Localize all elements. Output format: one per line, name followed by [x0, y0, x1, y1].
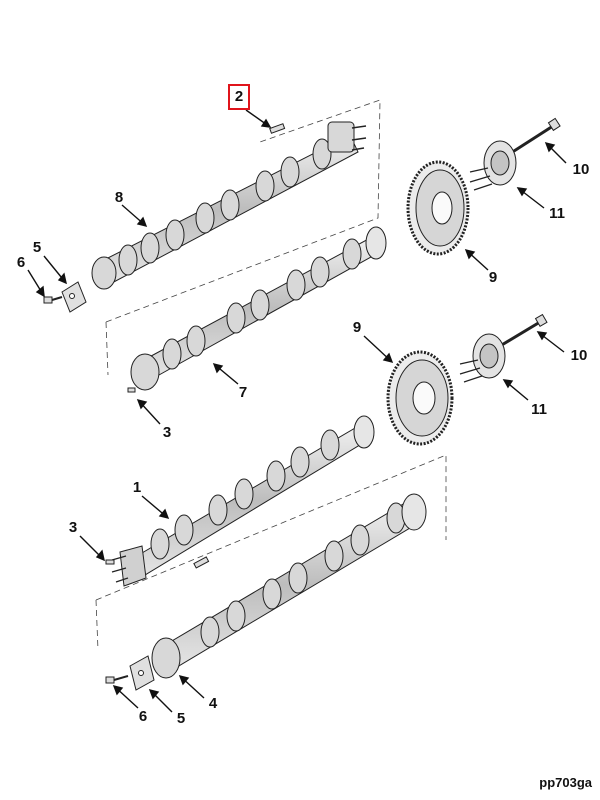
assembly-outline-lower	[95, 454, 447, 651]
callout-3-upper: 3	[162, 424, 172, 441]
callout-11-upper: 11	[549, 205, 565, 222]
callout-8: 8	[114, 189, 124, 206]
camshaft-8	[91, 121, 367, 290]
callout-6-upper: 6	[16, 254, 26, 271]
callout-10-upper: 10	[572, 161, 590, 178]
figure-code: pp703ga	[539, 775, 592, 790]
dowel-pin-3-upper	[127, 387, 136, 393]
callout-2: 2	[228, 84, 250, 110]
bolt-6-lower	[105, 675, 129, 684]
camshaft-7	[130, 226, 387, 391]
assembly-outline-upper	[105, 99, 381, 376]
camshaft-gear-9-lower	[386, 350, 454, 446]
callout-5-lower: 5	[176, 710, 186, 727]
callout-4: 4	[208, 695, 218, 712]
callout-7: 7	[238, 384, 248, 401]
camshaft-gear-9-upper	[406, 160, 470, 256]
camshaft-1	[111, 415, 375, 587]
callout-1: 1	[132, 479, 142, 496]
dowel-pin-2	[269, 123, 286, 134]
thrust-plate-5-upper	[61, 281, 87, 313]
callout-9-lower: 9	[352, 319, 362, 336]
callout-9-upper: 9	[488, 269, 498, 286]
gear-hub-11-lower	[459, 333, 506, 383]
callout-11-lower: 11	[531, 401, 547, 418]
dowel-pin-3-lower	[105, 559, 115, 565]
leader-lines	[27, 109, 567, 713]
gear-hub-11-upper	[469, 140, 517, 191]
callout-3-lower: 3	[68, 519, 78, 536]
loose-pin	[193, 556, 210, 569]
thrust-plate-5-lower	[129, 655, 155, 691]
bolt-6-upper	[43, 296, 63, 304]
callout-10-lower: 10	[570, 347, 588, 364]
callout-6-lower: 6	[138, 708, 148, 725]
callout-5-upper: 5	[32, 239, 42, 256]
camshaft-4	[151, 493, 427, 679]
